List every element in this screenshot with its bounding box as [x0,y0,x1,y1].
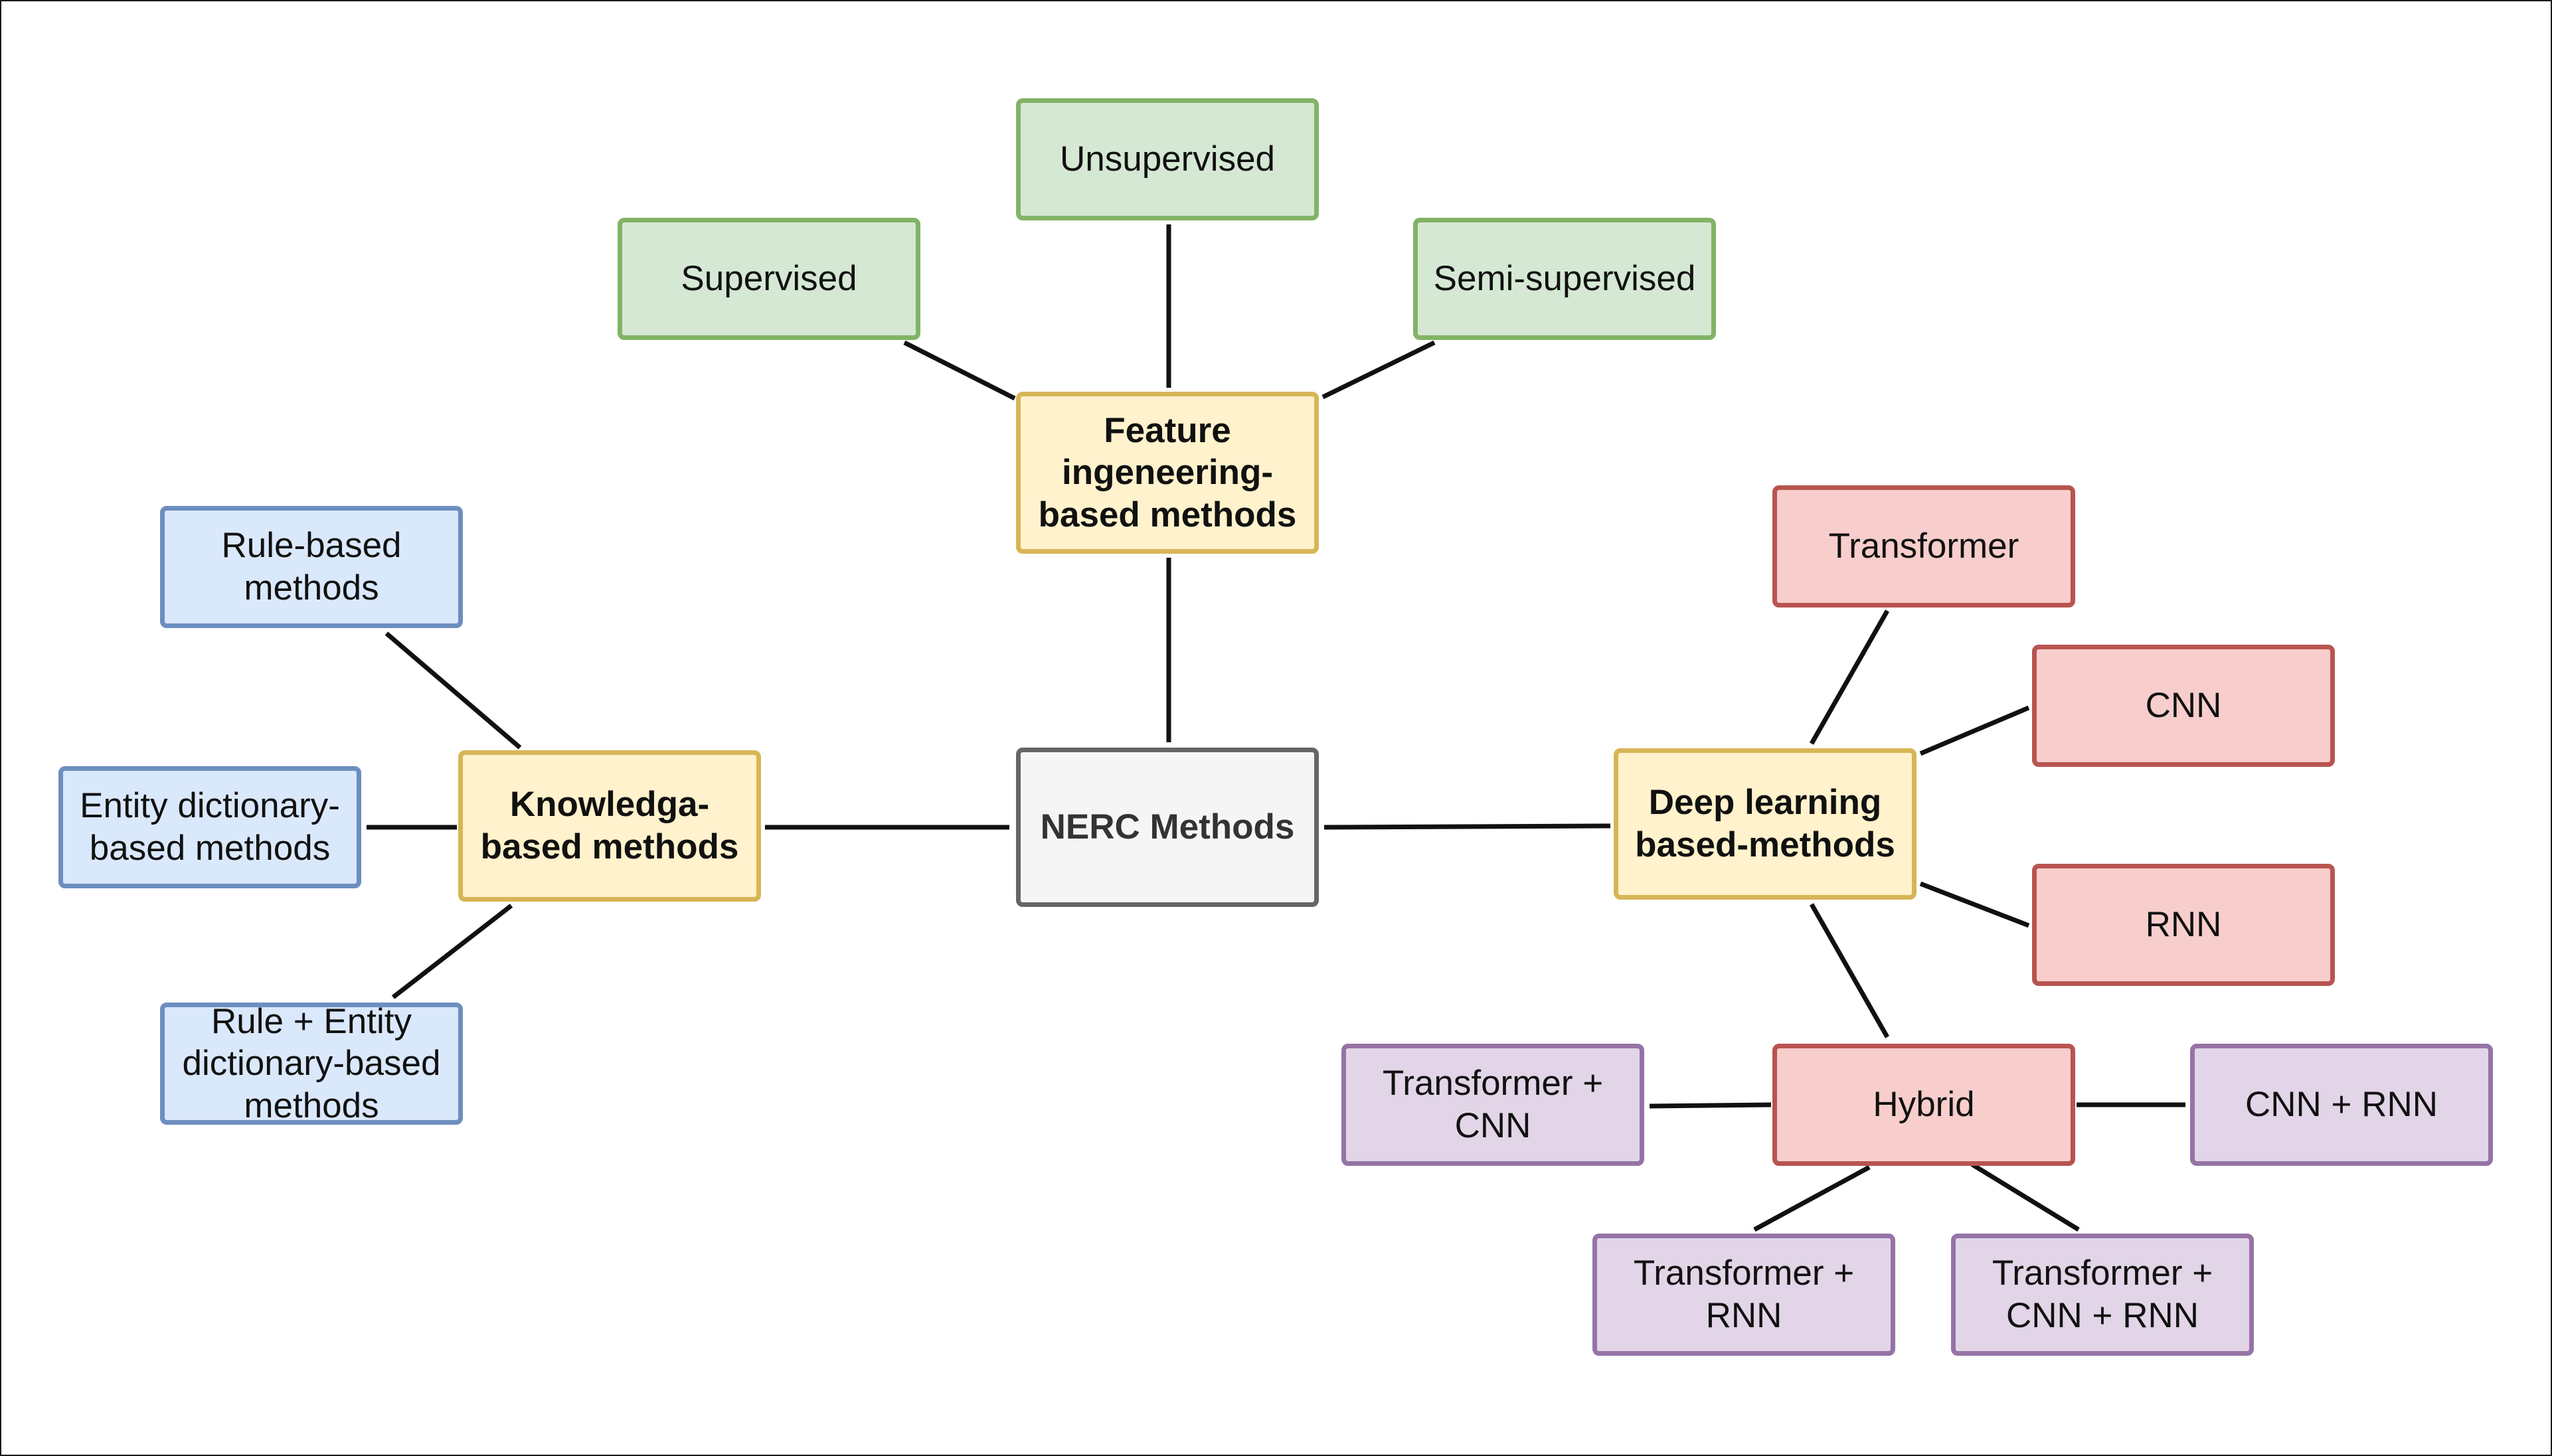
node-label: Hybrid [1873,1085,1975,1125]
transformer-cnn-rnn-node: Transformer + CNN + RNN [1951,1234,2254,1356]
edge-hybrid-transformer-rnn [1753,1165,1871,1232]
knowledge-based-node: Knowledga- based methods [458,750,761,902]
edge-deep-cnn [1919,705,2030,756]
transformer-cnn-node: Transformer + CNN [1341,1044,1644,1166]
transformer-rnn-node: Transformer + RNN [1592,1234,1895,1356]
feature-engineering-node: Feature ingeneering- based methods [1016,392,1319,554]
edge-root-deep [1323,823,1611,830]
edge-feature-supervised [903,340,1016,401]
supervised-node: Supervised [618,218,920,340]
edge-deep-transformer [1809,609,1890,745]
node-label: RNN [2145,905,2222,945]
node-label: Semi-supervised [1433,259,1696,299]
node-label: Deep learning based-methods [1635,783,1895,864]
node-label: Transformer + CNN [1382,1064,1604,1145]
unsupervised-node: Unsupervised [1016,98,1319,220]
cnn-node: CNN [2032,645,2335,767]
node-label: Rule-based methods [221,526,402,607]
rnn-node: RNN [2032,864,2335,986]
hybrid-node: Hybrid [1772,1044,2075,1166]
node-label: Feature ingeneering- based methods [1038,410,1297,534]
node-label: Supervised [681,259,857,299]
cnn-rnn-node: CNN + RNN [2190,1044,2493,1166]
edge-group [366,224,2186,1232]
node-label: Transformer + RNN [1633,1254,1855,1335]
node-label: Knowledga- based methods [480,785,739,866]
node-label: CNN + RNN [2245,1085,2438,1125]
root-node-nerc-methods: NERC Methods [1016,748,1319,907]
rule-entity-node: Rule + Entity dictionary-based methods [160,1001,463,1125]
edge-hybrid-transformer-cnn-rnn [1971,1163,2080,1232]
edge-hybrid-transformer-cnn [1649,1102,1772,1109]
node-label: CNN [2145,686,2222,726]
edge-deep-rnn [1919,881,2030,928]
node-label: Transformer [1828,526,2019,566]
edge-knowledge-rule-entity [391,904,513,999]
deep-learning-node: Deep learning based-methods [1614,748,1916,900]
node-label: NERC Methods [1040,807,1295,847]
rule-based-node: Rule-based methods [160,506,463,628]
semi-supervised-node: Semi-supervised [1413,218,1716,340]
entity-dictionary-node: Entity dictionary- based methods [58,766,361,888]
node-label: Unsupervised [1059,139,1276,179]
edge-knowledge-rule [384,631,522,750]
edge-feature-semi [1321,340,1436,400]
transformer-node: Transformer [1772,485,2075,607]
node-label: Rule + Entity dictionary-based methods [182,1001,441,1125]
node-label: Entity dictionary- based methods [80,786,340,868]
edge-deep-hybrid [1809,903,1890,1038]
node-label: Transformer + CNN + RNN [1992,1254,2213,1335]
